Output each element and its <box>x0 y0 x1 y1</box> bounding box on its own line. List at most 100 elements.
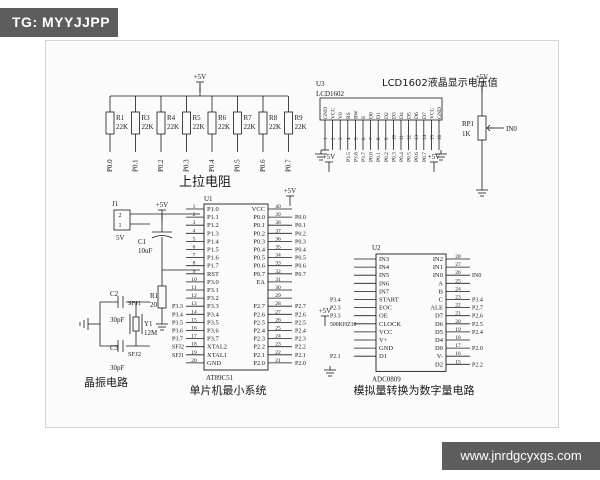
adc-pin-number: 15 <box>455 359 461 365</box>
resistor-ref: R4 <box>167 114 176 122</box>
reset-res-value: 20 <box>150 301 158 309</box>
lcd-net-label: P0.4 <box>399 152 405 162</box>
connector-label: 5V <box>116 234 125 242</box>
vcc-label: +5V <box>323 153 336 161</box>
mcu-pin-number: 30 <box>275 285 281 291</box>
adc-pin-name: D1 <box>379 353 387 360</box>
lcd-pin-number: 13 <box>415 135 420 141</box>
lcd-pin-name: D2 <box>384 112 390 119</box>
mcu-net-label: P3.7 <box>172 337 183 343</box>
adc-net-label: IN0 <box>472 273 481 279</box>
adc-body <box>375 253 447 372</box>
mcu-net-label: P0.2 <box>295 231 306 237</box>
mcu-pin-number: 12 <box>191 293 197 299</box>
mcu-pin-number: 9 <box>193 269 196 275</box>
lcd-pin-number: 5 <box>354 137 359 140</box>
mcu-pin-name: P0.4 <box>253 247 265 254</box>
adc-pin-name: D5 <box>435 329 443 336</box>
adc-pin-name: D2 <box>435 361 443 368</box>
mcu-net-label: P2.6 <box>295 312 306 318</box>
cap-ref: C1 <box>138 238 147 246</box>
lcd-pin-name: D6 <box>414 112 420 119</box>
mcu-net-label: P2.3 <box>295 337 306 343</box>
lcd-net-label: P3.6 <box>353 152 359 162</box>
mcu-title: 单片机最小系统 <box>190 383 267 397</box>
lcd-pin-number: 6 <box>362 137 367 140</box>
vcc-label: +5V <box>194 73 207 81</box>
mcu-pin-name: P0.0 <box>253 214 265 221</box>
resistor-net-label: P0.1 <box>132 159 140 172</box>
mcu-net-label: P0.1 <box>295 223 306 229</box>
adc-pin-number: 28 <box>455 254 461 260</box>
adc-net-label: P2.1 <box>330 354 341 360</box>
cap-c2-value: 30pF <box>110 316 125 324</box>
adc-net-label: P2.0 <box>472 346 483 352</box>
mcu-pin-number: 25 <box>275 326 281 332</box>
mcu-pin-number: 34 <box>275 253 281 259</box>
lcd-pin-number: 8 <box>377 137 382 140</box>
lcd-pin-number: 9 <box>385 137 390 140</box>
cap-c3-value: 30pF <box>110 364 125 372</box>
mcu-pin-name: P3.2 <box>207 295 219 302</box>
adc-pin-name: D7 <box>435 313 444 320</box>
mcu-pin-name: P1.4 <box>207 238 219 245</box>
mcu-pin-name: P1.0 <box>207 206 219 213</box>
mcu-pin-number: 4 <box>193 228 196 234</box>
mcu-pin-number: 3 <box>193 220 196 226</box>
mcu-pin-name: P3.7 <box>207 336 219 343</box>
mcu-pin-name: XTAL1 <box>207 352 227 359</box>
lcd-pin-name: RW <box>353 110 359 119</box>
mcu-pin-number: 21 <box>275 358 281 364</box>
mcu-net-label: P0.0 <box>295 215 306 221</box>
vcc-label: +5V <box>156 201 169 209</box>
lcd-pin-number: 10 <box>392 135 397 141</box>
lcd-net-label: P0.5 <box>407 152 413 162</box>
mcu-pin-number: 28 <box>275 301 281 307</box>
mcu-net-label: P2.0 <box>295 361 306 367</box>
resistor-ref: R5 <box>193 114 202 122</box>
mcu-pin-number: 40 <box>275 204 281 210</box>
lcd-pin-name: D7 <box>422 112 428 119</box>
adc-ref: U2 <box>372 244 381 252</box>
lcd-part: LCD1602 <box>316 90 345 98</box>
adc-pin-number: 21 <box>455 311 461 317</box>
adc-pin-name: V+ <box>379 337 388 344</box>
connector-ref: J1 <box>112 200 119 208</box>
mcu-pin-name: P0.2 <box>253 230 265 237</box>
mcu-pin-number: 23 <box>275 342 281 348</box>
mcu-pin-name: P2.5 <box>253 319 265 326</box>
resistor-ref: R6 <box>218 114 227 122</box>
mcu-pin-number: 31 <box>275 277 281 283</box>
mcu-pin-name: P0.7 <box>253 271 265 278</box>
lcd-pin-name: D4 <box>399 112 405 119</box>
mcu-net-label: P3.4 <box>172 312 183 318</box>
adc-net-label: P3.4 <box>472 298 483 304</box>
adc-pin-name: D0 <box>435 345 443 352</box>
mcu-pin-name: P1.3 <box>207 230 219 237</box>
lcd-net-label: P0.1 <box>376 152 382 162</box>
mcu-pin-name: P0.3 <box>253 238 265 245</box>
mcu-pin-number: 5 <box>193 236 196 242</box>
cap-c2-ref: C2 <box>110 290 119 298</box>
vcc-label: +5V <box>284 187 297 195</box>
lcd-body <box>319 97 443 121</box>
resistor-r6 <box>207 111 217 135</box>
mcu-pin-number: 38 <box>275 220 281 226</box>
crystal-title: 晶振电路 <box>84 375 128 389</box>
lcd-pin-name: VCC <box>331 107 337 119</box>
mcu-net-label: P2.2 <box>295 345 306 351</box>
mcu-pin-name: P1.6 <box>207 255 219 262</box>
adc-pin-number: 24 <box>455 286 461 292</box>
mcu-pin-number: 33 <box>275 261 281 267</box>
adc-pin-name: IN4 <box>379 264 390 271</box>
lcd-pin-name: E <box>361 115 367 119</box>
lcd-net-label: P3.5 <box>346 152 352 162</box>
resistor-r9 <box>284 111 293 135</box>
mcu-pin-number: 7 <box>193 253 196 259</box>
lcd-pin-number: 11 <box>400 135 405 140</box>
watermark-handle: TG: MYYJJPP <box>0 8 118 37</box>
lcd-net-label: P0.7 <box>422 152 428 162</box>
adc-pin-name: IN5 <box>379 272 389 279</box>
